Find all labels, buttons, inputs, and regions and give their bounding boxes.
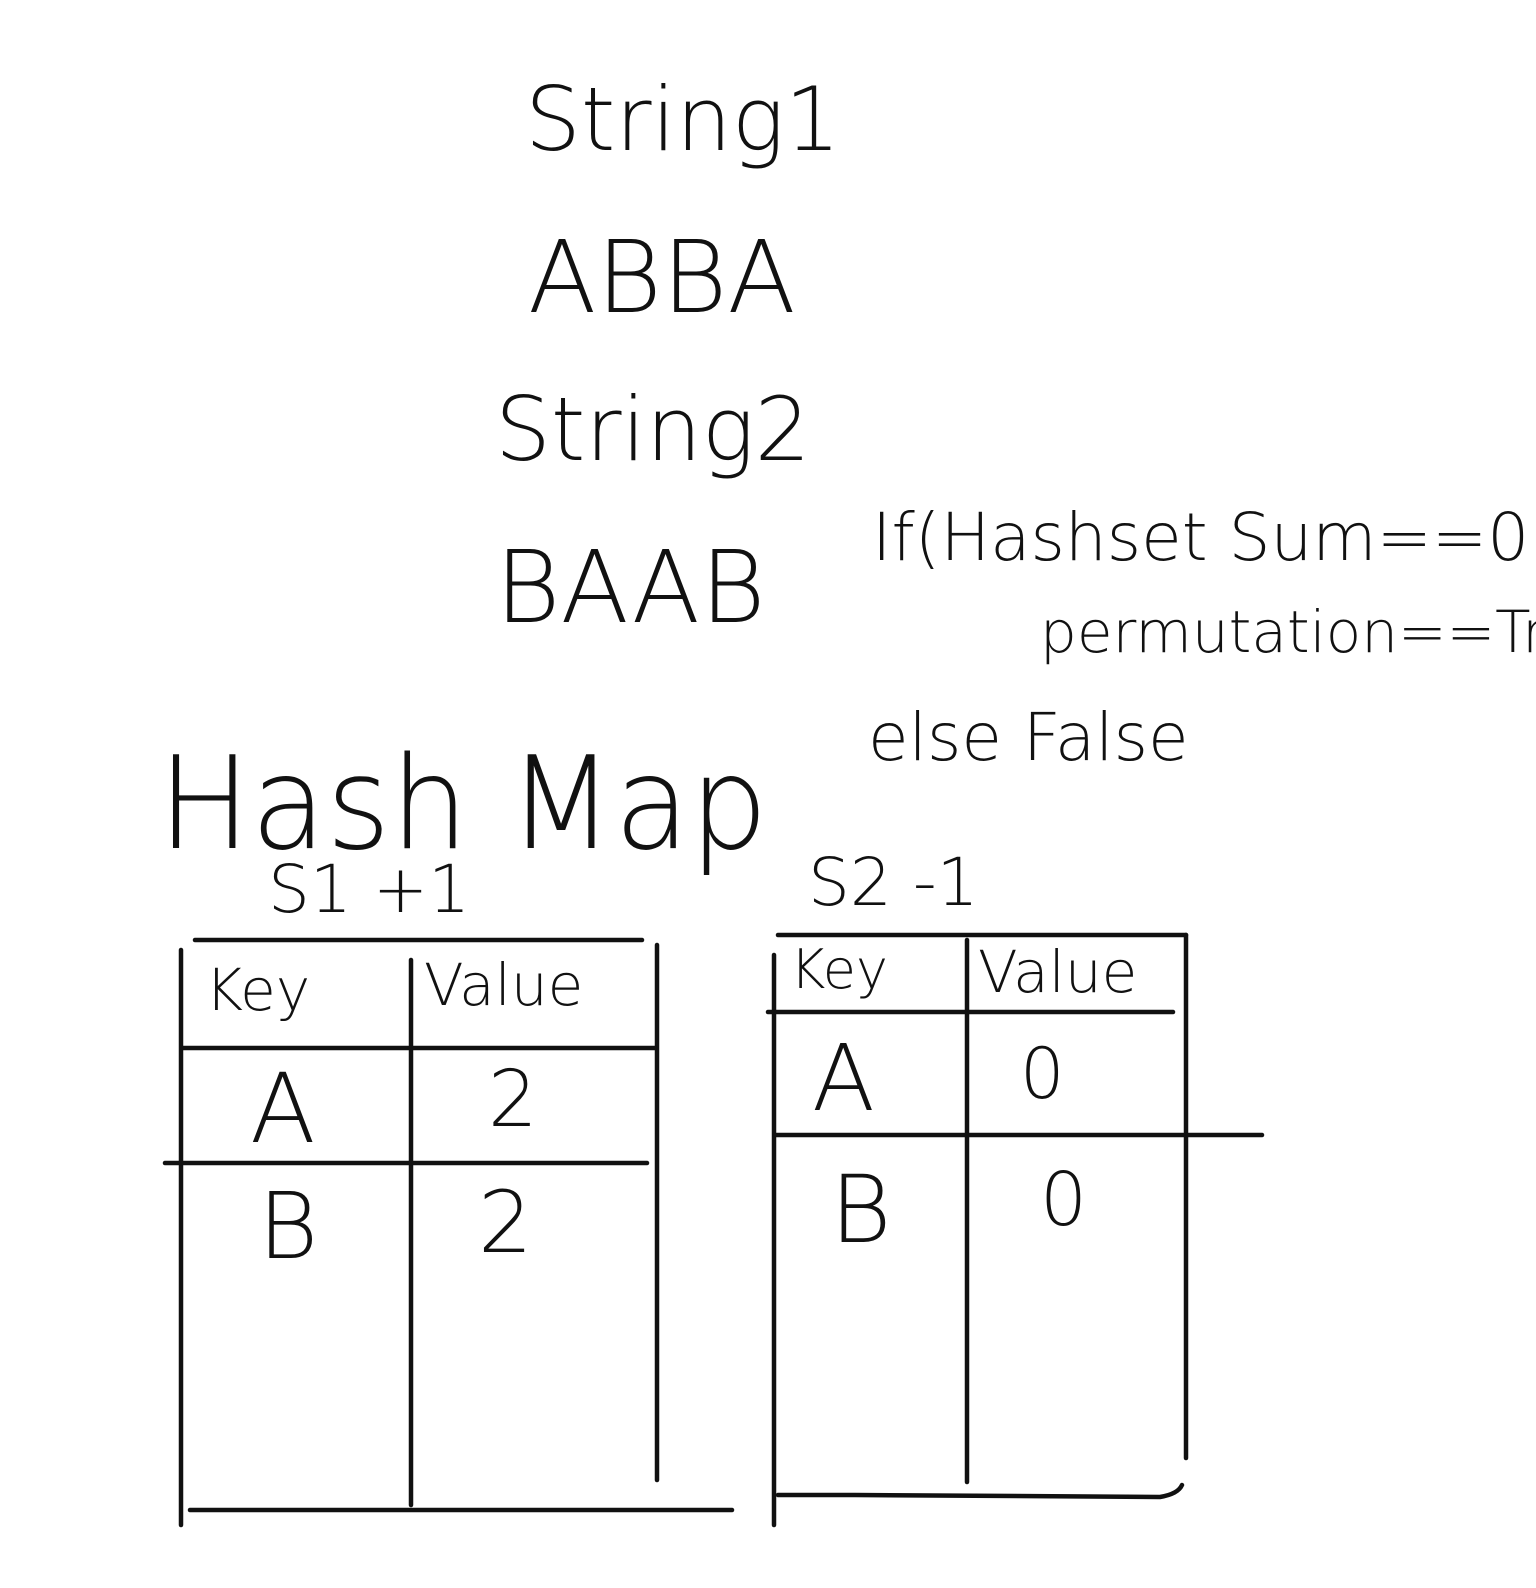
table2-row1-key: A: [812, 1025, 875, 1132]
table1-row2-value: 2: [478, 1173, 533, 1273]
table2-header-value: Value: [978, 938, 1137, 1006]
hashmap-title: Hash Map: [158, 730, 768, 879]
table1-row2-key: B: [258, 1173, 318, 1280]
table2-row1-value: 0: [1020, 1033, 1065, 1115]
string2-value: BAAB: [495, 529, 766, 646]
table2-bottom-border: [775, 1482, 1185, 1500]
table2-row2-key: B: [830, 1156, 892, 1265]
table2-row2-value: 0: [1040, 1157, 1087, 1243]
table2-header-key: Key: [790, 938, 888, 1001]
table2-caption: S2 -1: [808, 844, 979, 921]
table1-header-key: Key: [205, 956, 310, 1024]
hashmap-table-s1: S1 +1 Key Value A 2 B 2: [162, 851, 735, 1528]
condition-then-line: permutation==True: [1040, 598, 1536, 666]
string1-value: ABBA: [528, 219, 796, 336]
string2-label: String2: [495, 378, 811, 481]
condition-else-line: else False: [868, 699, 1189, 776]
string1-label: String1: [525, 68, 841, 171]
table1-header-value: Value: [424, 951, 583, 1019]
table1-caption: S1 +1: [268, 851, 470, 928]
table1-row1-value: 2: [488, 1055, 538, 1145]
condition-if-line: If(Hashset Sum==0): [872, 499, 1536, 576]
hashmap-table-s2: S2 -1 Key Value A 0 B 0: [765, 844, 1265, 1528]
table1-row1-key: A: [250, 1053, 316, 1165]
